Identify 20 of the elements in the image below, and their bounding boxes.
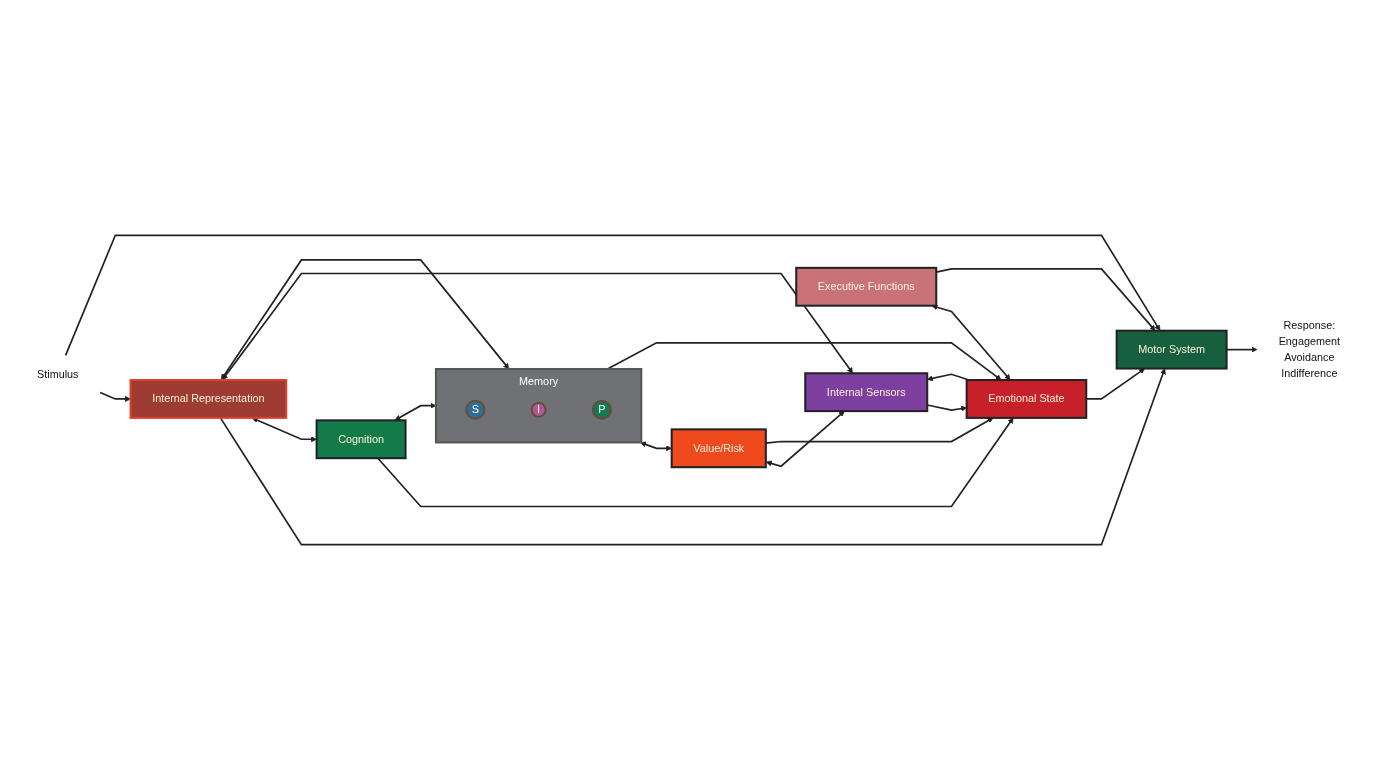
node-box: Internal Sensors [804, 372, 929, 413]
arrow [220, 259, 510, 381]
node-box: Value/Risk [670, 428, 767, 469]
node-circle: S [465, 399, 486, 420]
node-box: Executive Functions [795, 266, 938, 307]
arrow [219, 368, 1166, 546]
node-circle: I [530, 401, 547, 418]
node-box: Cognition [315, 419, 407, 460]
arrow [99, 391, 131, 402]
node-text: Stimulus [37, 368, 79, 380]
arrow [640, 441, 672, 452]
arrow [64, 234, 1161, 357]
arrow [931, 304, 1011, 381]
node-circle: P [591, 399, 612, 420]
node-box: Emotional State [965, 379, 1088, 419]
node-box: Internal Representation [129, 379, 288, 419]
arrow [252, 417, 317, 443]
arrow [377, 417, 1014, 508]
node-text: Response: Engagement Avoidance Indifference [1278, 319, 1340, 380]
node-box: Motor System [1115, 329, 1228, 370]
